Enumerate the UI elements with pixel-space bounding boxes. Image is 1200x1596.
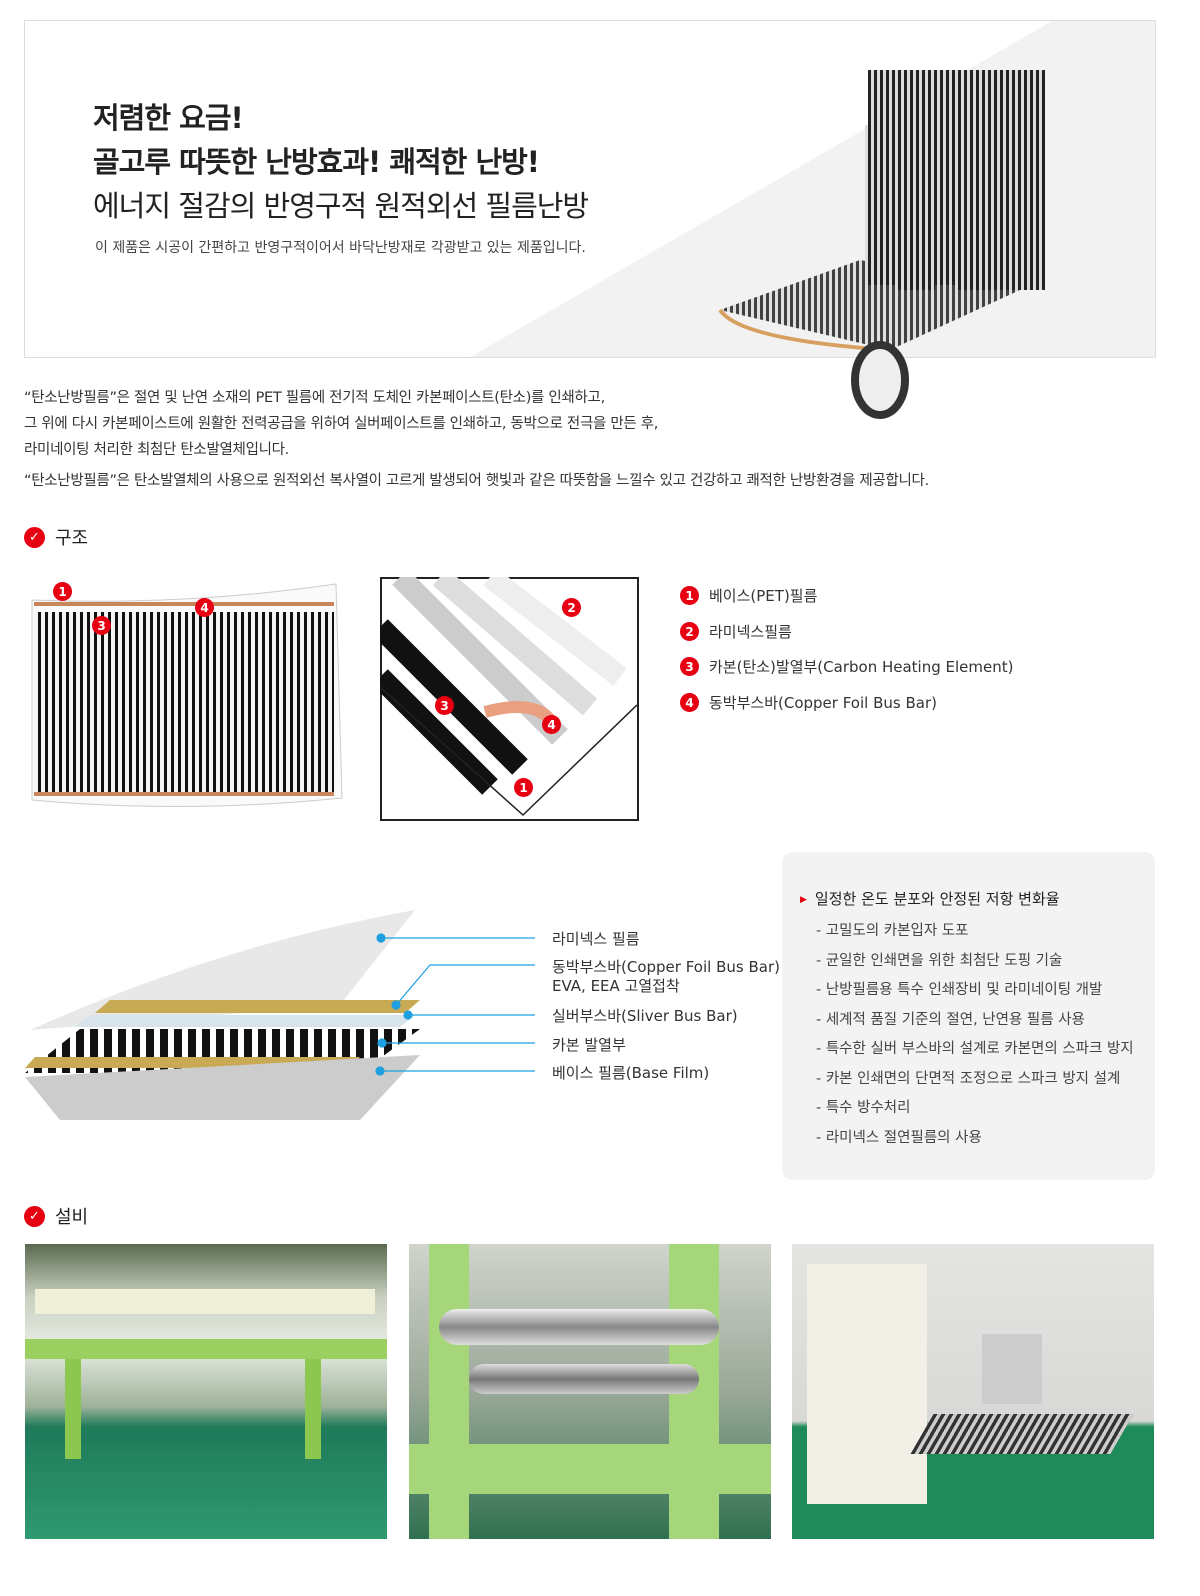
film-rolls-image	[718, 70, 1045, 419]
layer-label: EVA, EEA 고열접착	[552, 977, 680, 995]
hero-title-1: 저렴한 요금!	[93, 101, 244, 135]
legend-number: 3	[680, 657, 699, 676]
marker-1: 1	[514, 778, 533, 797]
section-title: 구조	[55, 528, 89, 549]
feature-item: - 난방필름용 특수 인쇄장비 및 라미네이팅 개발	[816, 982, 1103, 998]
marker-1: 1	[53, 582, 72, 601]
film-sheet-image	[31, 583, 343, 808]
feature-item: - 특수한 실버 부스바의 설계로 카본면의 스파크 방지	[816, 1041, 1134, 1057]
marker-4: 4	[195, 598, 214, 617]
legend-number: 1	[680, 586, 699, 605]
legend-label: 베이스(PET)필름	[709, 587, 818, 605]
intro-line: “탄소난방필름”은 절연 및 난연 소재의 PET 필름에 전기적 도체인 카본…	[24, 390, 605, 406]
feature-item: - 카본 인쇄면의 단면적 조정으로 스파크 방지 설계	[816, 1071, 1121, 1087]
marker-4: 4	[542, 715, 561, 734]
layer-label: 실버부스바(Sliver Bus Bar)	[552, 1007, 738, 1025]
hero-title-2: 골고루 따뜻한 난방효과! 쾌적한 난방!	[93, 145, 540, 179]
legend-label: 카본(탄소)발열부(Carbon Heating Element)	[709, 658, 1014, 676]
legend-label: 동박부스바(Copper Foil Bus Bar)	[709, 694, 937, 712]
layer-label: 베이스 필름(Base Film)	[552, 1064, 710, 1082]
legend-label: 라미넥스필름	[709, 623, 792, 641]
layer-diagram	[25, 910, 535, 1120]
layer-label: 라미넥스 필름	[552, 930, 640, 948]
hero-title-3: 에너지 절감의 반영구적 원적외선 필름난방	[93, 189, 589, 223]
hero-subtitle: 이 제품은 시공이 간편하고 반영구적이어서 바닥난방재로 각광받고 있는 제품…	[95, 240, 586, 256]
factory-photo-3	[792, 1244, 1154, 1539]
section-title: 설비	[55, 1207, 89, 1228]
legend-item: 2 라미넥스필름	[680, 621, 792, 642]
legend-item: 1 베이스(PET)필름	[680, 585, 817, 606]
marker-2: 2	[562, 598, 581, 617]
film-detail-image	[380, 577, 639, 821]
section-heading-structure: ✓ 구조	[24, 524, 88, 550]
marker-3: 3	[92, 616, 111, 635]
factory-photo-1	[25, 1244, 387, 1539]
legend-item: 3 카본(탄소)발열부(Carbon Heating Element)	[680, 656, 1013, 677]
check-icon: ✓	[24, 1205, 45, 1227]
check-icon: ✓	[24, 526, 45, 548]
intro-line: 그 위에 다시 카본페이스트에 원활한 전력공급을 위하여 실버페이스트를 인쇄…	[24, 416, 659, 432]
factory-photo-2	[409, 1244, 771, 1539]
intro-line: “탄소난방필름”은 탄소발열체의 사용으로 원적외선 복사열이 고르게 발생되어…	[24, 473, 929, 489]
legend-number: 4	[680, 693, 699, 712]
legend-item: 4 동박부스바(Copper Foil Bus Bar)	[680, 692, 937, 713]
legend-number: 2	[680, 622, 699, 641]
intro-line: 라미네이팅 처리한 최첨단 탄소발열체입니다.	[24, 442, 289, 458]
section-heading-equipment: ✓ 설비	[24, 1203, 88, 1229]
feature-item: - 고밀도의 카본입자 도포	[816, 923, 969, 939]
feature-item: - 세계적 품질 기준의 절연, 난연용 필름 사용	[816, 1012, 1085, 1028]
feature-item: - 특수 방수처리	[816, 1100, 911, 1116]
marker-3: 3	[435, 696, 454, 715]
features-box: 일정한 온도 분포와 안정된 저항 변화율 - 고밀도의 카본입자 도포 - 균…	[782, 852, 1155, 1180]
features-title: 일정한 온도 분포와 안정된 저항 변화율	[800, 888, 1060, 909]
layer-label: 카본 발열부	[552, 1036, 626, 1054]
layer-label: 동박부스바(Copper Foil Bus Bar)	[552, 958, 780, 976]
feature-item: - 균일한 인쇄면을 위한 최첨단 도핑 기술	[816, 953, 1063, 969]
feature-item: - 라미넥스 절연필름의 사용	[816, 1130, 982, 1146]
